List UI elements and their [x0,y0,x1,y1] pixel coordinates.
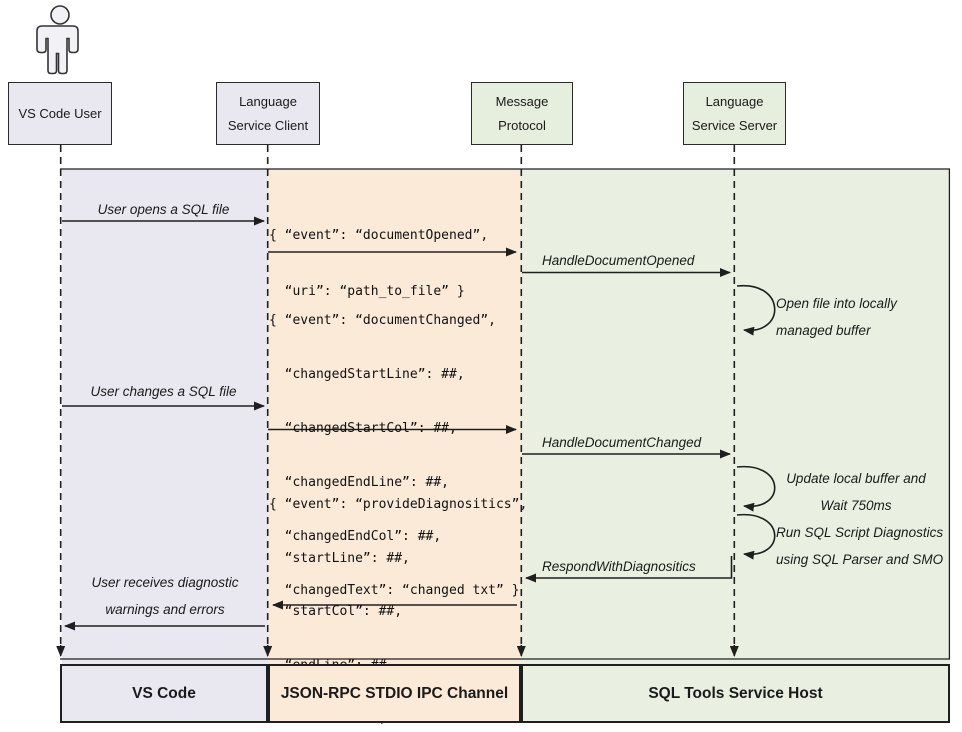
actor-label: VS Code User [18,106,102,121]
user-actor-icon [36,5,79,75]
message-label-respond-with-diagnostics: RespondWithDiagnositics [542,559,696,574]
actor-box-language-service-client: Language Service Client [216,82,320,145]
message-label-user-changes-file: User changes a SQL file [90,384,237,399]
self-loop-update-buffer [736,466,776,512]
footer-box-jsonrpc-channel: JSON-RPC STDIO IPC Channel [268,664,521,723]
footer-box-sqltools-host: SQL Tools Service Host [521,664,950,723]
message-label-user-receives-diagnostics: User receives diagnostic warnings and er… [91,575,239,617]
footer-label: VS Code [132,684,196,702]
actor-label: Language [705,93,764,109]
message-label-handle-document-changed: HandleDocumentChanged [542,435,702,450]
note-update-buffer-wait: Update local buffer and Wait 750ms [786,471,926,513]
actor-label: Service Server [691,118,778,134]
actor-label: Protocol [498,118,546,134]
footer-label: SQL Tools Service Host [648,684,823,702]
lane-border [60,168,951,660]
self-loop-run-diagnostics [736,514,776,560]
actor-label: Message [495,93,549,109]
actor-box-message-protocol: Message Protocol [471,82,573,145]
payload-document-changed: { “event”: “documentChanged”, “changedSt… [269,313,520,598]
actor-label: Language [239,93,297,109]
message-label-handle-document-opened: HandleDocumentOpened [542,253,695,268]
lane-sqltools-host [521,169,950,664]
actor-box-vscode-user: VS Code User [8,82,112,145]
note-open-file-into-buffer: Open file into locally managed buffer [776,296,897,338]
actor-label: Service Client [227,118,309,134]
message-label-user-opens-file: User opens a SQL file [97,202,230,217]
footer-box-vscode: VS Code [60,664,268,723]
footer-label: JSON-RPC STDIO IPC Channel [280,684,509,702]
lane-vscode [62,169,268,664]
arrow-respond-with-diagnostics [525,556,733,583]
payload-document-opened: { “event”: “documentOpened”, “uri”: “pat… [269,228,489,299]
note-run-sql-diagnostics: Run SQL Script Diagnostics using SQL Par… [776,525,944,567]
self-loop-open-file [736,285,776,336]
actor-box-language-service-server: Language Service Server [683,82,786,145]
